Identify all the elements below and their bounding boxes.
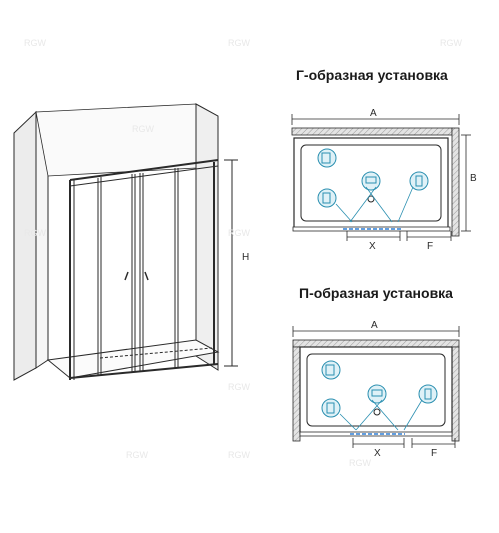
g-plan-view — [291, 114, 471, 241]
back-wall — [291, 127, 453, 136]
svg-text:RGW: RGW — [126, 450, 149, 460]
g-depth-label: B — [470, 173, 477, 184]
p-door-swing-lines — [339, 399, 423, 431]
shower-fitting-icons — [317, 148, 429, 208]
p-plan-view — [292, 326, 460, 448]
front-rail — [292, 226, 451, 232]
g-install-title: Г-образная установка — [296, 67, 448, 83]
door-handles-icon — [124, 271, 149, 281]
p-opening-label: X — [374, 448, 381, 459]
svg-text:RGW: RGW — [228, 228, 251, 238]
svg-text:RGW: RGW — [132, 124, 155, 134]
p-right-wall — [451, 346, 460, 442]
door-swing-lines — [335, 186, 414, 223]
p-plan-dimensions — [292, 326, 460, 448]
enclosure-3d-view — [13, 103, 238, 381]
height-dimension — [224, 159, 238, 367]
svg-text:RGW: RGW — [228, 382, 251, 392]
right-wall — [35, 103, 219, 371]
p-fixed-label: F — [431, 448, 437, 459]
door-panels — [97, 168, 213, 375]
g-width-label: A — [370, 108, 377, 119]
p-left-wall — [292, 346, 301, 442]
p-tray-inner — [306, 353, 446, 427]
g-opening-label: X — [369, 241, 376, 252]
svg-text:RGW: RGW — [24, 38, 47, 48]
svg-text:RGW: RGW — [440, 38, 463, 48]
svg-text:RGW: RGW — [349, 458, 372, 468]
g-plan-dimensions — [291, 114, 471, 241]
left-wall — [13, 110, 49, 381]
g-fixed-label: F — [427, 241, 433, 252]
side-wall — [451, 127, 460, 237]
svg-text:RGW: RGW — [228, 38, 251, 48]
p-install-title: П-образная установка — [299, 285, 453, 301]
p-back-wall — [292, 339, 460, 348]
p-width-label: A — [371, 320, 378, 331]
height-label: H — [242, 252, 249, 263]
watermarks: RGW RGW RGW RGW RGW RGW RGW RGW RGW RGW — [24, 38, 463, 468]
p-shower-fitting-icons — [321, 360, 438, 418]
svg-text:RGW: RGW — [228, 450, 251, 460]
enclosure-frame — [69, 159, 219, 380]
svg-text:RGW: RGW — [24, 228, 47, 238]
tray-inner — [300, 144, 442, 222]
p-drain-icon — [373, 408, 381, 416]
drain-icon — [367, 195, 375, 203]
